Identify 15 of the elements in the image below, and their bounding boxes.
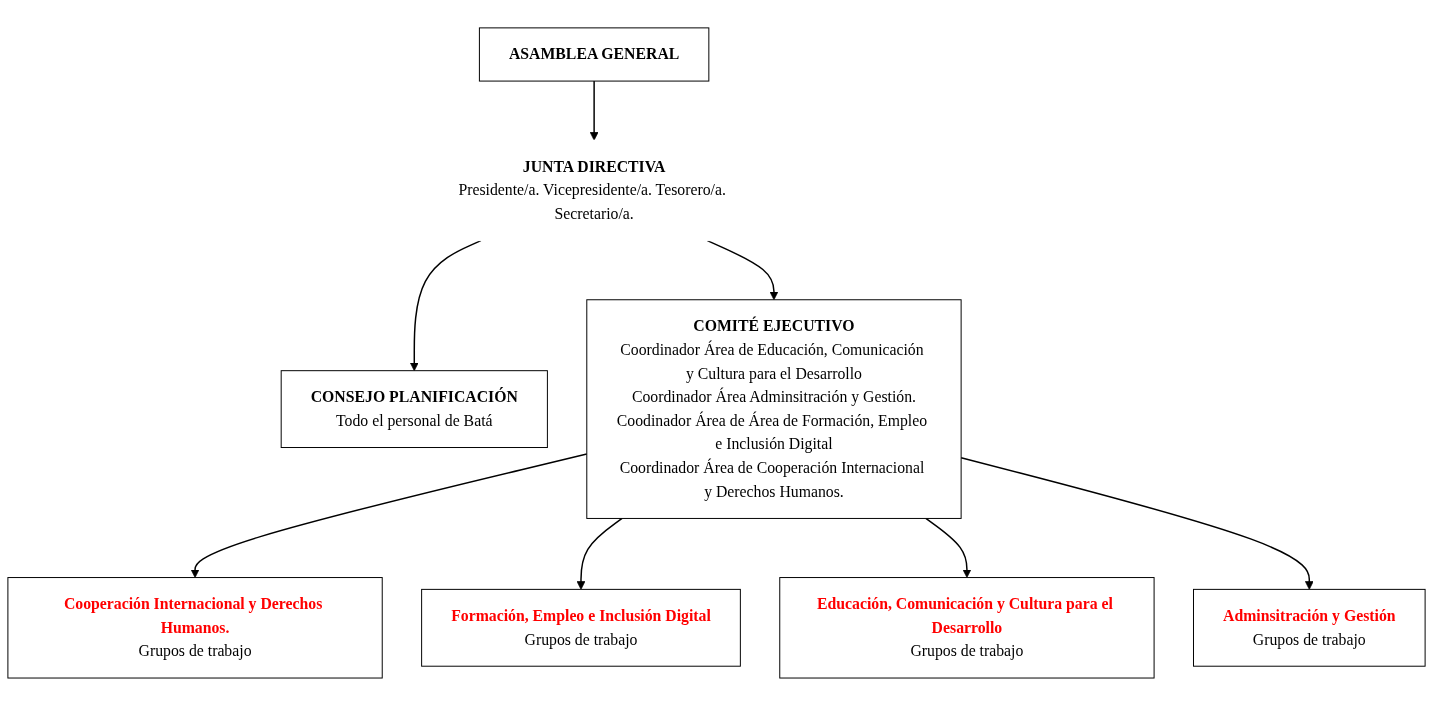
arrow	[409, 239, 482, 372]
node-box: Adminsitración y Gestión Grupos de trabajo	[1193, 588, 1426, 667]
node-box: CONSEJO PLANIFICACIÓN Todo el personal de Batá	[280, 370, 548, 449]
arrow	[190, 453, 588, 578]
node-box: Formación, Empleo e Inclusión Digital Grupos de trabajo	[421, 588, 741, 667]
node-box: Cooperación Internacional y Derechos Humanos. Grupos de trabajo	[7, 577, 383, 679]
arrow	[706, 239, 779, 301]
node-box: ASAMBLEA GENERAL	[478, 27, 710, 82]
node-text: JUNTA DIRECTIVA Presidente/a. Vicepresidente/a. Tesorero/a. Secretario/a.	[458, 157, 726, 222]
arrow	[576, 517, 623, 590]
arrow	[589, 80, 599, 141]
arrow	[960, 456, 1314, 590]
arrow	[925, 517, 972, 578]
node-box: Educación, Comunicación y Cultura para el Desarrollo Grupos de trabajo	[779, 577, 1155, 679]
node-box: COMITÉ EJECUTIVO Coordinador Área de Educación, Comunicación y Cultura para el Desarrollo Coordinador Área Adminsitración y Gestión. Coodinador Área de Área de Formación, Empleo e Inclusión Digital Coordinador Área de Cooperación Internacional y Derechos Humanos.	[586, 299, 962, 519]
